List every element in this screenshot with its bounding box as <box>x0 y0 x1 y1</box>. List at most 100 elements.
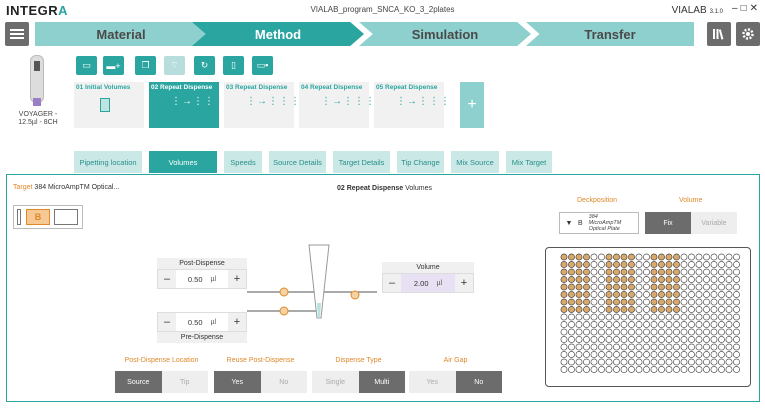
plate-well[interactable] <box>590 261 598 268</box>
plate-well[interactable] <box>688 291 695 298</box>
plate-well[interactable] <box>560 358 568 366</box>
plate-well[interactable] <box>710 313 718 321</box>
plate-well[interactable] <box>688 253 695 261</box>
plate-well[interactable] <box>688 306 695 313</box>
post-dispense-minus[interactable]: – <box>163 273 171 285</box>
plate-well[interactable] <box>733 336 740 343</box>
plate-well[interactable] <box>680 261 688 268</box>
plate-well[interactable] <box>695 283 703 291</box>
plate-well[interactable] <box>695 358 703 366</box>
plate-well[interactable] <box>613 268 620 276</box>
plate-well[interactable] <box>658 276 665 283</box>
plate-well[interactable] <box>598 366 605 373</box>
plate-well[interactable] <box>650 253 658 261</box>
plate-well[interactable] <box>598 253 605 261</box>
option-airgap-yes[interactable]: Yes <box>409 371 456 393</box>
plate-well[interactable] <box>680 351 688 358</box>
plate-well[interactable] <box>583 291 590 298</box>
plate-well[interactable] <box>665 328 673 336</box>
plate-well[interactable] <box>590 306 598 313</box>
plate-well[interactable] <box>620 306 628 313</box>
plate-well[interactable] <box>725 306 733 313</box>
plate-well[interactable] <box>613 336 620 343</box>
plate-well[interactable] <box>598 336 605 343</box>
plate-well[interactable] <box>650 328 658 336</box>
plate-well[interactable] <box>733 313 740 321</box>
plate-well[interactable] <box>665 276 673 283</box>
plate-well[interactable] <box>628 298 635 306</box>
plate-well[interactable] <box>620 343 628 351</box>
plate-well[interactable] <box>568 276 575 283</box>
plate-well[interactable] <box>643 358 650 366</box>
gear-icon[interactable] <box>736 22 760 46</box>
plate-well[interactable] <box>673 261 680 268</box>
tab-pipetting-location[interactable]: Pipetting location <box>74 151 142 173</box>
option-variable[interactable]: Variable <box>691 212 737 234</box>
plate-well[interactable] <box>598 343 605 351</box>
plate-well[interactable] <box>643 306 650 313</box>
plate-well[interactable] <box>560 306 568 313</box>
plate-well[interactable] <box>703 321 710 328</box>
plate-well[interactable] <box>665 336 673 343</box>
plate-well[interactable] <box>590 336 598 343</box>
plate-well[interactable] <box>658 366 665 373</box>
plate-well[interactable] <box>665 366 673 373</box>
plate-well[interactable] <box>628 253 635 261</box>
plate-icon[interactable]: ▭ <box>76 56 97 75</box>
refresh-icon[interactable]: ↻ <box>194 56 215 75</box>
plate-well[interactable] <box>658 253 665 261</box>
plate-well[interactable] <box>658 268 665 276</box>
plate-well[interactable] <box>620 358 628 366</box>
plate-well[interactable] <box>733 306 740 313</box>
tab-tip-change[interactable]: Tip Change <box>397 151 444 173</box>
plate-well[interactable] <box>673 313 680 321</box>
plate-well[interactable] <box>583 358 590 366</box>
plate-well[interactable] <box>643 283 650 291</box>
plate-well[interactable] <box>733 261 740 268</box>
plate-well[interactable] <box>725 328 733 336</box>
plate-well[interactable] <box>575 358 583 366</box>
plate-well[interactable] <box>688 358 695 366</box>
plate-well[interactable] <box>703 306 710 313</box>
plate-well[interactable] <box>613 291 620 298</box>
plate-well[interactable] <box>665 343 673 351</box>
plate-well[interactable] <box>620 283 628 291</box>
plate-well[interactable] <box>718 306 725 313</box>
plate-well[interactable] <box>725 366 733 373</box>
pipette-tool-icon[interactable]: ▭▪ <box>252 56 273 75</box>
plate-well[interactable] <box>643 268 650 276</box>
plate-well[interactable] <box>688 261 695 268</box>
plate-well[interactable] <box>635 253 643 261</box>
plate-well[interactable] <box>590 321 598 328</box>
plate-well[interactable] <box>590 343 598 351</box>
plate-well[interactable] <box>560 268 568 276</box>
plate-well[interactable] <box>718 283 725 291</box>
plate-well[interactable] <box>643 351 650 358</box>
plate-well[interactable] <box>658 291 665 298</box>
plate-well[interactable] <box>560 276 568 283</box>
plate-well[interactable] <box>695 298 703 306</box>
plate-well[interactable] <box>680 336 688 343</box>
plate-well[interactable] <box>658 313 665 321</box>
plate-well[interactable] <box>718 253 725 261</box>
option-tip[interactable]: Tip <box>161 371 208 393</box>
plate-well[interactable] <box>620 328 628 336</box>
plate-well[interactable] <box>575 253 583 261</box>
plate-well[interactable] <box>688 321 695 328</box>
plate-well[interactable] <box>583 313 590 321</box>
plate-well[interactable] <box>643 298 650 306</box>
plate-well[interactable] <box>635 283 643 291</box>
tab-mix-target[interactable]: Mix Target <box>506 151 552 173</box>
window-controls[interactable]: –□✕ <box>732 3 761 14</box>
plate-well[interactable] <box>725 336 733 343</box>
plate-well[interactable] <box>658 283 665 291</box>
plate-well[interactable] <box>598 268 605 276</box>
plate-well[interactable] <box>598 261 605 268</box>
plate-well[interactable] <box>605 291 613 298</box>
menu-icon[interactable] <box>5 22 29 46</box>
plate-well[interactable] <box>605 313 613 321</box>
plate-well[interactable] <box>650 358 658 366</box>
plate-well[interactable] <box>560 283 568 291</box>
plate-well[interactable] <box>710 351 718 358</box>
